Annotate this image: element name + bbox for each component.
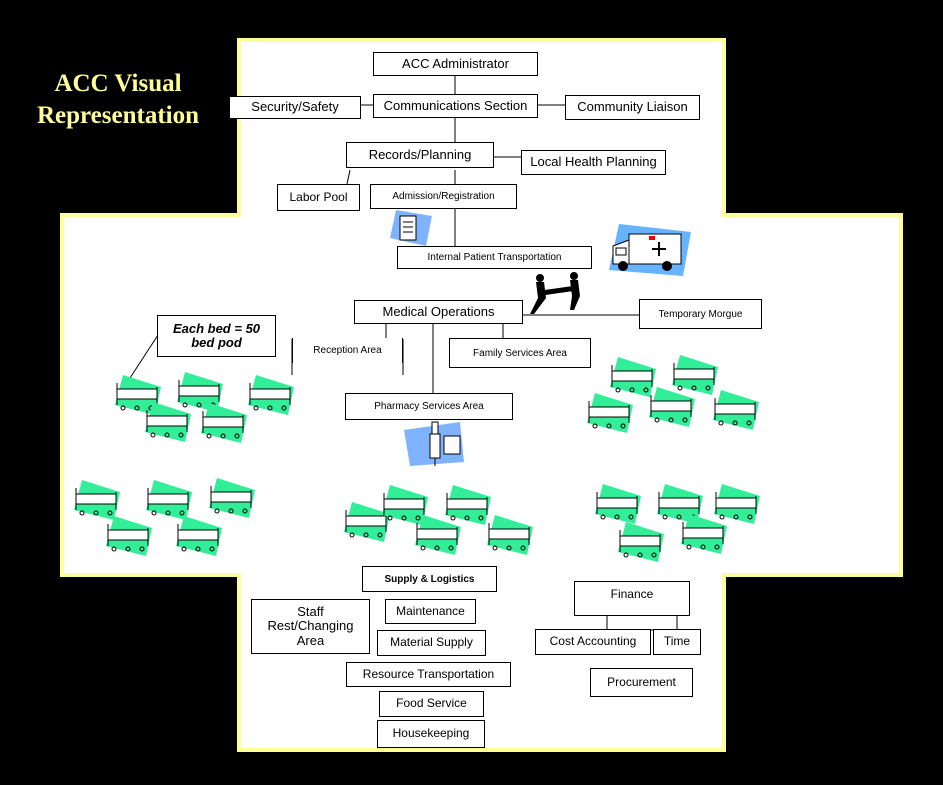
hospital-bed-icon bbox=[672, 355, 718, 395]
medical-operations-box: Medical Operations bbox=[354, 300, 523, 324]
community-liaison-label: Community Liaison bbox=[577, 99, 688, 115]
security-safety-label: Security/Safety bbox=[251, 99, 339, 115]
reception-area-label: Reception Area bbox=[313, 345, 382, 356]
material-supply-box: Material Supply bbox=[377, 630, 486, 656]
reception-area-box: Reception Area bbox=[292, 338, 403, 363]
communications-section-label: Communications Section bbox=[383, 97, 528, 113]
maintenance-box: Maintenance bbox=[385, 599, 476, 624]
cost-accounting-label: Cost Accounting bbox=[549, 634, 637, 649]
title-line-2: Representation bbox=[36, 102, 200, 129]
bed-note-box: Each bed = 50 bed pod bbox=[157, 315, 276, 357]
local-health-planning-label: Local Health Planning bbox=[530, 154, 657, 170]
staff-rest-changing-area-box: Staff Rest/Changing Area bbox=[251, 599, 370, 654]
supply-logistics-label: Supply & Logistics bbox=[384, 573, 475, 585]
clipboard-icon bbox=[390, 210, 432, 246]
pharmacy-services-area-box: Pharmacy Services Area bbox=[345, 393, 513, 420]
hospital-bed-icon bbox=[714, 484, 760, 524]
hospital-bed-icon bbox=[382, 485, 428, 525]
internal-patient-transportation-box: Internal Patient Transportation bbox=[397, 246, 592, 269]
hospital-bed-icon bbox=[248, 375, 294, 415]
medical-operations-label: Medical Operations bbox=[382, 303, 495, 319]
food-service-label: Food Service bbox=[396, 696, 467, 711]
hospital-bed-icon bbox=[445, 485, 491, 525]
finance-label: Finance bbox=[610, 587, 654, 601]
hospital-bed-icon bbox=[344, 502, 390, 542]
housekeeping-box: Housekeeping bbox=[377, 720, 485, 748]
finance-box: Finance bbox=[574, 581, 690, 616]
procurement-label: Procurement bbox=[607, 674, 676, 689]
labor-pool-box: Labor Pool bbox=[277, 184, 360, 211]
hospital-bed-icon bbox=[649, 387, 695, 427]
hospital-bed-icon bbox=[657, 484, 703, 524]
hospital-bed-icon bbox=[618, 522, 664, 562]
family-services-area-label: Family Services Area bbox=[473, 347, 567, 359]
temporary-morgue-label: Temporary Morgue bbox=[658, 308, 743, 320]
local-health-planning-box: Local Health Planning bbox=[521, 150, 666, 175]
records-planning-label: Records/Planning bbox=[368, 146, 472, 162]
hospital-bed-icon bbox=[74, 480, 120, 520]
hospital-bed-icon bbox=[177, 372, 223, 412]
security-safety-box: Security/Safety bbox=[229, 96, 361, 119]
temporary-morgue-box: Temporary Morgue bbox=[639, 299, 762, 329]
title-line-1: ACC Visual bbox=[54, 70, 182, 97]
page-title: ACC Visual Representation bbox=[18, 68, 218, 132]
hospital-bed-icon bbox=[115, 375, 161, 415]
bed-note-label: Each bed = 50 bed pod bbox=[172, 320, 261, 350]
records-planning-box: Records/Planning bbox=[346, 142, 494, 168]
resource-transportation-box: Resource Transportation bbox=[346, 662, 511, 687]
hospital-bed-icon bbox=[209, 478, 255, 518]
time-label: Time bbox=[663, 634, 691, 649]
hospital-bed-icon bbox=[595, 484, 641, 524]
cost-accounting-box: Cost Accounting bbox=[535, 629, 651, 655]
maintenance-label: Maintenance bbox=[396, 603, 465, 618]
hospital-bed-icon bbox=[106, 516, 152, 556]
procurement-box: Procurement bbox=[590, 668, 693, 697]
resource-transportation-label: Resource Transportation bbox=[362, 666, 495, 681]
hospital-bed-icon bbox=[415, 515, 461, 555]
hospital-bed-icon bbox=[587, 393, 633, 433]
labor-pool-label: Labor Pool bbox=[289, 189, 348, 204]
hospital-bed-icon bbox=[201, 403, 247, 443]
supply-logistics-box: Supply & Logistics bbox=[362, 566, 497, 592]
time-box: Time bbox=[653, 629, 701, 655]
family-services-area-box: Family Services Area bbox=[449, 338, 591, 368]
ambulance-icon bbox=[609, 224, 691, 276]
hospital-bed-icon bbox=[713, 390, 759, 430]
hospital-bed-icon bbox=[610, 357, 656, 397]
community-liaison-box: Community Liaison bbox=[565, 95, 700, 120]
hospital-bed-icon bbox=[146, 480, 192, 520]
communications-section-box: Communications Section bbox=[373, 94, 538, 118]
hospital-bed-icon bbox=[145, 402, 191, 442]
iv-pump-icon bbox=[404, 421, 464, 466]
housekeeping-label: Housekeeping bbox=[392, 726, 470, 741]
admission-registration-box: Admission/Registration bbox=[370, 184, 517, 209]
admission-registration-label: Admission/Registration bbox=[392, 191, 495, 202]
stretcher-bearers-icon bbox=[530, 272, 580, 314]
hospital-bed-icon bbox=[176, 516, 222, 556]
food-service-box: Food Service bbox=[379, 691, 484, 717]
acc-administrator-box: ACC Administrator bbox=[373, 52, 538, 76]
internal-patient-transportation-label: Internal Patient Transportation bbox=[427, 252, 562, 263]
pharmacy-services-area-label: Pharmacy Services Area bbox=[374, 401, 484, 412]
hospital-bed-icon bbox=[487, 515, 533, 555]
material-supply-label: Material Supply bbox=[390, 635, 473, 650]
acc-administrator-label: ACC Administrator bbox=[402, 55, 509, 71]
hospital-bed-icon bbox=[681, 514, 727, 554]
staff-rest-changing-area-label: Staff Rest/Changing Area bbox=[267, 604, 354, 648]
